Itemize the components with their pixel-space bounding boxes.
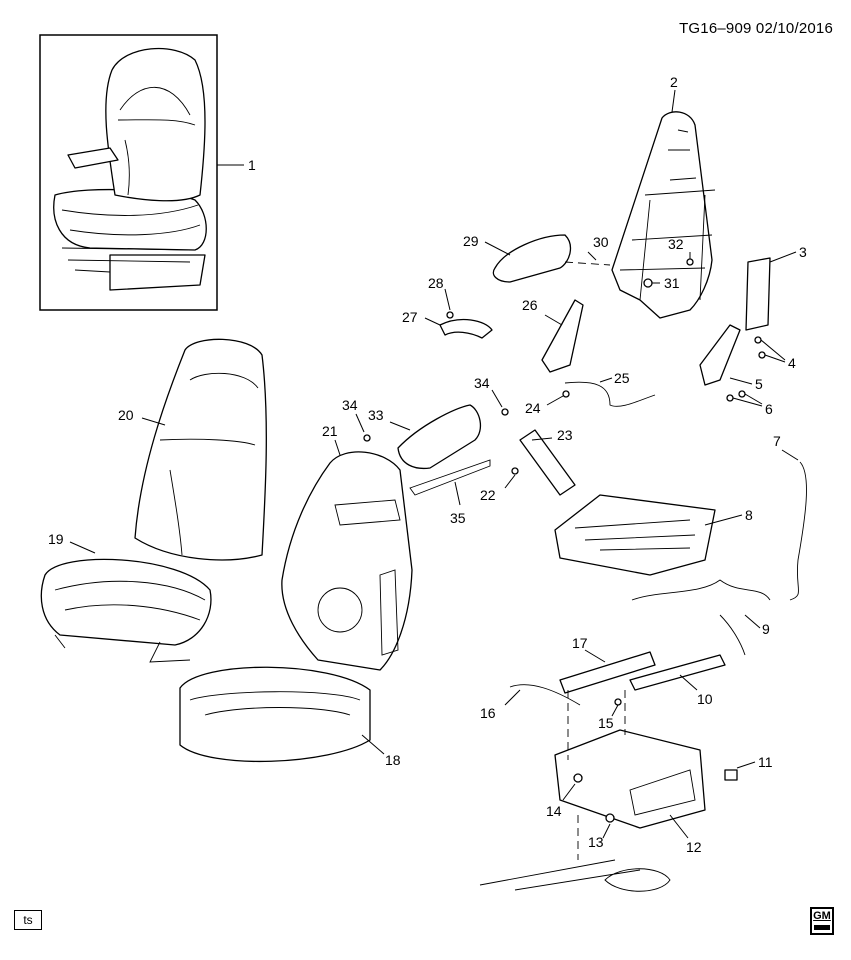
callout-30: 30 <box>593 234 609 250</box>
callout-13: 13 <box>588 834 604 850</box>
screw-22 <box>511 467 519 475</box>
cushion-frame <box>554 494 716 576</box>
callout-5: 5 <box>755 376 763 392</box>
callout-14: 14 <box>546 803 562 819</box>
callout-19: 19 <box>48 531 64 547</box>
callout-15: 15 <box>598 715 614 731</box>
callout-34-right: 34 <box>474 375 490 391</box>
seat-back-frame <box>611 111 716 319</box>
seat-riser <box>554 729 706 829</box>
callout-9: 9 <box>762 621 770 637</box>
bolt-15 <box>614 698 622 706</box>
callout-34-left: 34 <box>342 397 358 413</box>
corner-tag: ts <box>14 910 42 930</box>
armrest <box>492 234 572 283</box>
callout-24: 24 <box>525 400 541 416</box>
callout-1: 1 <box>248 157 256 173</box>
callout-8: 8 <box>745 507 753 523</box>
callout-20: 20 <box>118 407 134 423</box>
assembly-guides <box>567 690 626 860</box>
seat-track-17 <box>559 651 656 694</box>
side-shield <box>397 404 482 470</box>
callout-2: 2 <box>670 74 678 90</box>
callout-31: 31 <box>664 275 680 291</box>
wiring-harness-9 <box>631 579 771 656</box>
armrest-pin <box>564 261 611 266</box>
cushion-pad <box>179 666 371 763</box>
bolt-24 <box>562 390 570 398</box>
callout-25: 25 <box>614 370 630 386</box>
nut-13 <box>605 813 615 823</box>
callout-35: 35 <box>450 510 466 526</box>
callout-7: 7 <box>773 433 781 449</box>
floor-mount <box>479 859 671 892</box>
callout-28: 28 <box>428 275 444 291</box>
bolt-31 <box>643 278 653 288</box>
callout-12: 12 <box>686 839 702 855</box>
seat-back-pad <box>281 451 413 671</box>
callout-27: 27 <box>402 309 418 325</box>
callout-11: 11 <box>758 754 773 770</box>
side-panel <box>745 257 771 331</box>
screw-28 <box>446 311 454 319</box>
wiring-harness-7 <box>789 461 807 601</box>
callout-10: 10 <box>697 691 713 707</box>
callout-18: 18 <box>385 752 401 768</box>
callout-21: 21 <box>322 423 338 439</box>
callout-33: 33 <box>368 407 384 423</box>
bolt-pair-6 <box>726 390 746 402</box>
callout-3: 3 <box>799 244 807 260</box>
callout-26: 26 <box>522 297 538 313</box>
bolt-32 <box>686 258 694 266</box>
recliner-bracket <box>699 324 741 386</box>
diagram-reference: TG16–909 02/10/2016 <box>679 20 833 37</box>
hinge-trim <box>439 318 493 339</box>
cushion-cover <box>40 558 212 663</box>
cap-11 <box>724 769 738 781</box>
seat-back-cover <box>134 338 267 561</box>
callout-23: 23 <box>557 427 573 443</box>
callout-29: 29 <box>463 233 479 249</box>
seat-assembly-inset <box>39 34 218 311</box>
gm-logo-icon: GM <box>810 907 834 935</box>
gm-logo-letters: GM <box>813 910 831 922</box>
screw-34-right <box>501 408 509 416</box>
callout-6: 6 <box>765 401 773 417</box>
seat-track-10 <box>629 654 726 691</box>
shield-wire <box>409 459 491 496</box>
screw-34-left <box>363 434 371 442</box>
callout-16: 16 <box>480 705 496 721</box>
bolt-pair-4 <box>754 336 766 359</box>
adjuster-handle <box>509 684 581 706</box>
callout-4: 4 <box>788 355 796 371</box>
callout-22: 22 <box>480 487 496 503</box>
release-cable <box>564 381 656 407</box>
recliner-mechanism <box>541 299 584 373</box>
callout-17: 17 <box>572 635 588 651</box>
bolt-14 <box>573 773 583 783</box>
callout-32: 32 <box>668 236 684 252</box>
seat-bracket-23 <box>519 429 576 496</box>
